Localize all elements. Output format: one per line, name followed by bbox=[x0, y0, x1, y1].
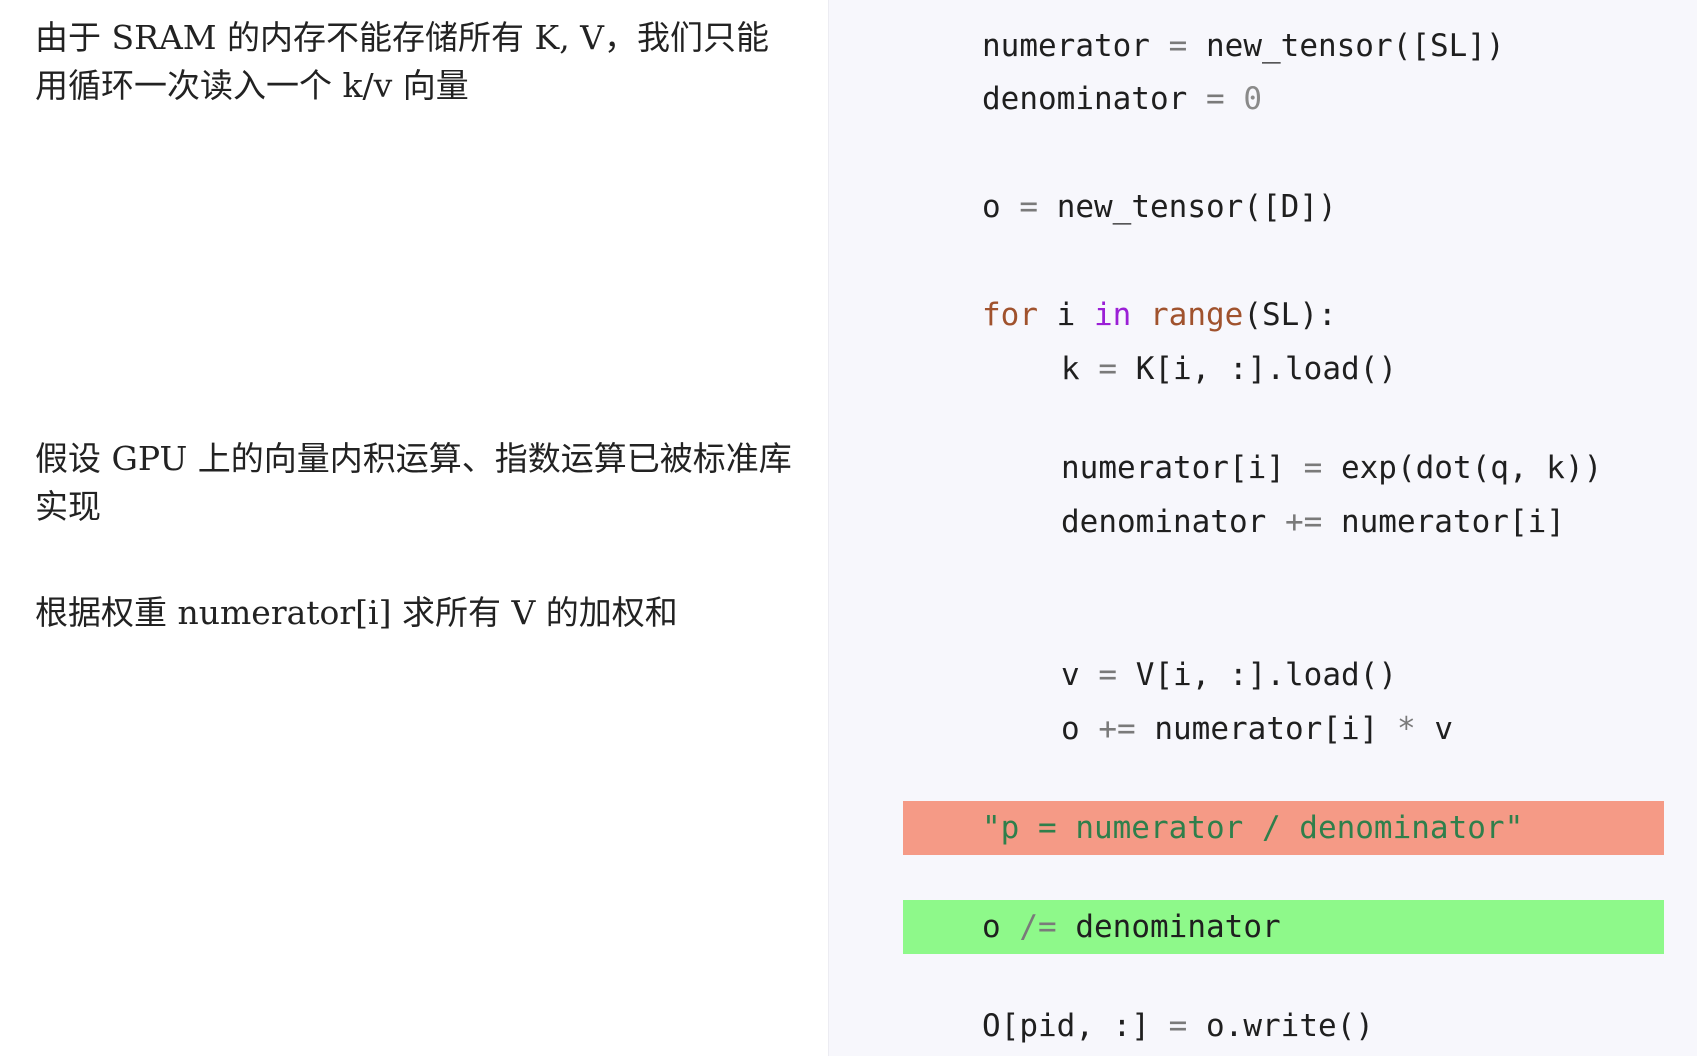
code-line-removed-p: "p = numerator / denominator" bbox=[982, 810, 1524, 846]
code-line-denominator-init: denominator = 0 bbox=[982, 81, 1262, 117]
code-line-load-v: v = V[i, :].load() bbox=[1061, 657, 1397, 693]
code-line-for-loop: for i in range(SL): bbox=[982, 297, 1337, 333]
note-weighted-sum: 根据权重 numerator[i] 求所有 V 的加权和 bbox=[35, 593, 678, 632]
code-pane bbox=[828, 0, 1697, 1056]
code-line-o-init: o = new_tensor([D]) bbox=[982, 189, 1337, 225]
code-line-denominator-update: denominator += numerator[i] bbox=[1061, 504, 1565, 540]
code-line-load-k: k = K[i, :].load() bbox=[1061, 351, 1397, 387]
removed-line-highlight bbox=[903, 801, 1664, 855]
code-line-o-accumulate: o += numerator[i] * v bbox=[1061, 711, 1453, 747]
code-line-added-normalize: o /= denominator bbox=[982, 909, 1281, 945]
code-line-numerator-init: numerator = new_tensor([SL]) bbox=[982, 28, 1505, 64]
note-gpu-library: 假设 GPU 上的向量内积运算、指数运算已被标准库实现 bbox=[35, 439, 792, 526]
note-sram-loop: 由于 SRAM 的内存不能存储所有 K, V，我们只能用循环一次读入一个 k/v… bbox=[35, 18, 770, 105]
explanation-pane: 由于 SRAM 的内存不能存储所有 K, V，我们只能用循环一次读入一个 k/v… bbox=[0, 0, 828, 1056]
code-line-numerator-update: numerator[i] = exp(dot(q, k)) bbox=[1061, 450, 1603, 486]
added-line-highlight bbox=[903, 900, 1664, 954]
code-line-write-output: O[pid, :] = o.write() bbox=[982, 1008, 1374, 1044]
